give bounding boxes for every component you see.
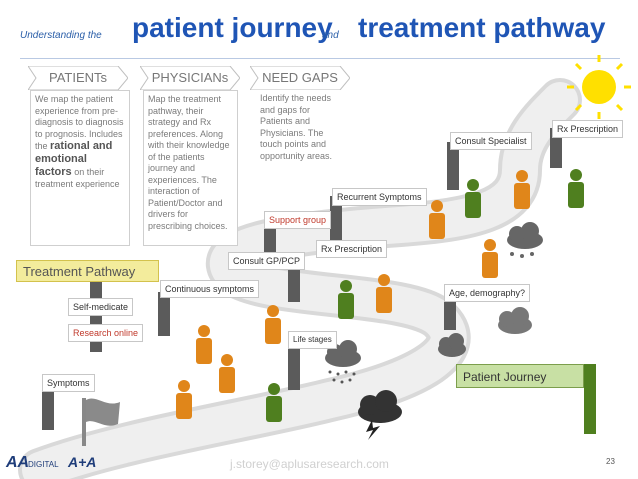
people-figures	[176, 169, 584, 422]
title-divider	[20, 58, 620, 59]
title-connector: and	[322, 30, 339, 41]
physicians-text: Map the treatment pathway, their strateg…	[148, 94, 230, 231]
signpost-pole	[264, 224, 276, 260]
sign-symptoms: Symptoms	[42, 374, 95, 392]
signpost-pole	[42, 386, 54, 430]
company-logo: AA DIGITAL A+A	[6, 454, 97, 471]
sign-continuous-symptoms: Continuous symptoms	[160, 280, 260, 298]
footer-email: j.storey@aplusaresearch.com	[230, 457, 389, 471]
cloud-small-icon	[438, 333, 466, 357]
sign-recurrent-symptoms: Recurrent Symptoms	[332, 188, 427, 206]
flag-icon	[82, 398, 120, 446]
patients-bold-text: rational and emotional factors	[35, 140, 113, 178]
rain-cloud-icon	[507, 222, 543, 258]
page-number: 23	[606, 457, 615, 466]
need-gaps-description: Identify the needs and gaps for Patients…	[256, 90, 348, 172]
sign-rx-prescription-top: Rx Prescription	[552, 120, 624, 138]
signpost-pole	[158, 292, 170, 336]
sun-icon	[567, 55, 631, 119]
column-header-physicians: PHYSICIANs	[140, 66, 240, 90]
patients-text-1: We map the patient experience from pre-d…	[35, 94, 124, 151]
sign-self-medicate: Self-medicate	[68, 298, 134, 316]
column-header-label: PHYSICIANs	[151, 70, 229, 85]
logo-text-aa: A+A	[68, 454, 97, 470]
title-main-1: patient journey	[132, 12, 333, 43]
signpost-pole	[330, 196, 342, 242]
sign-research-online: Research online	[68, 324, 144, 342]
storm-cloud-icon	[358, 390, 402, 440]
patient-journey-sign: Patient Journey	[456, 364, 584, 388]
page-title: Understanding the patient journey and tr…	[20, 8, 620, 52]
snow-cloud-icon	[325, 340, 361, 384]
column-header-patients: PATIENTs	[28, 66, 128, 90]
signpost-pole	[288, 262, 300, 302]
signpost-pole	[288, 342, 300, 390]
column-header-label: PATIENTs	[48, 70, 108, 85]
need-gaps-text: Identify the needs and gaps for Patients…	[260, 93, 333, 161]
patients-description: We map the patient experience from pre-d…	[30, 90, 130, 246]
signpost-pole-green	[584, 364, 596, 434]
title-prefix: Understanding the	[20, 30, 102, 41]
sign-life-stages: Life stages	[288, 331, 337, 349]
logo-text-digital: DIGITAL	[28, 460, 59, 469]
signpost-pole	[550, 128, 562, 168]
sign-age-demography: Age, demography?	[444, 284, 531, 302]
cloud-icon	[498, 307, 532, 334]
treatment-pathway-sign: Treatment Pathway	[16, 260, 159, 282]
column-header-label: NEED GAPS	[262, 70, 338, 85]
sign-consult-specialist: Consult Specialist	[450, 132, 532, 150]
sign-support-group: Support group	[264, 211, 332, 229]
title-main-2: treatment pathway	[358, 12, 606, 43]
physicians-description: Map the treatment pathway, their strateg…	[143, 90, 238, 246]
patients-text-2: on their treatment experience	[35, 167, 120, 189]
sign-consult-gp: Consult GP/PCP	[228, 252, 306, 270]
sign-rx-prescription-mid: Rx Prescription	[316, 240, 388, 258]
signpost-pole	[447, 142, 459, 190]
column-header-need-gaps: NEED GAPS	[250, 66, 350, 90]
